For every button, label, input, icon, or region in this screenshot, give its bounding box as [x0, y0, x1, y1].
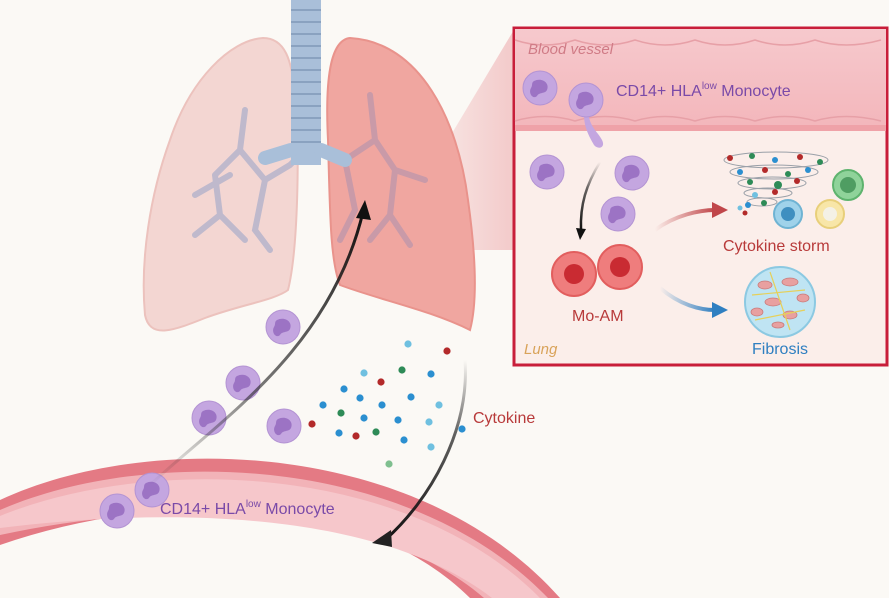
monocyte — [225, 365, 261, 401]
cytokine-label: Cytokine — [473, 410, 535, 427]
inset-panel: Blood vessel CD14+ HLAlow Monocyte Mo-AM — [512, 26, 889, 367]
cytokine-storm-icon — [723, 151, 864, 229]
monocyte-label: CD14+ HLAlow Monocyte — [160, 499, 335, 518]
monocyte — [266, 408, 302, 444]
mo-am-cell — [551, 251, 597, 297]
monocyte — [600, 196, 636, 232]
lung-tag: Lung — [524, 341, 558, 358]
extravasating-monocyte — [568, 82, 604, 148]
monocyte — [265, 309, 301, 345]
trachea — [258, 0, 352, 167]
cytokine-dots — [308, 340, 466, 468]
cytokine-storm-label: Cytokine storm — [723, 238, 830, 255]
left-lung — [142, 36, 303, 332]
storm-arrow — [653, 208, 716, 232]
inset-monocyte-label: CD14+ HLAlow Monocyte — [616, 81, 791, 100]
monocyte — [99, 493, 135, 529]
mo-am-cell — [597, 244, 643, 290]
fibrosis-arrow — [658, 286, 716, 312]
right-lung — [326, 36, 476, 332]
blood-vessel-main — [0, 458, 560, 598]
fibrosis-label: Fibrosis — [752, 341, 808, 358]
monocyte — [191, 400, 227, 436]
cytokine-arrow — [384, 359, 467, 542]
mo-am-label: Mo-AM — [572, 308, 624, 325]
monocyte — [522, 70, 558, 106]
blood-vessel-tag: Blood vessel — [528, 41, 614, 58]
monocyte — [529, 154, 565, 190]
monocyte — [614, 155, 650, 191]
migration-arrow — [148, 211, 365, 487]
fibrosis-icon — [744, 266, 816, 338]
